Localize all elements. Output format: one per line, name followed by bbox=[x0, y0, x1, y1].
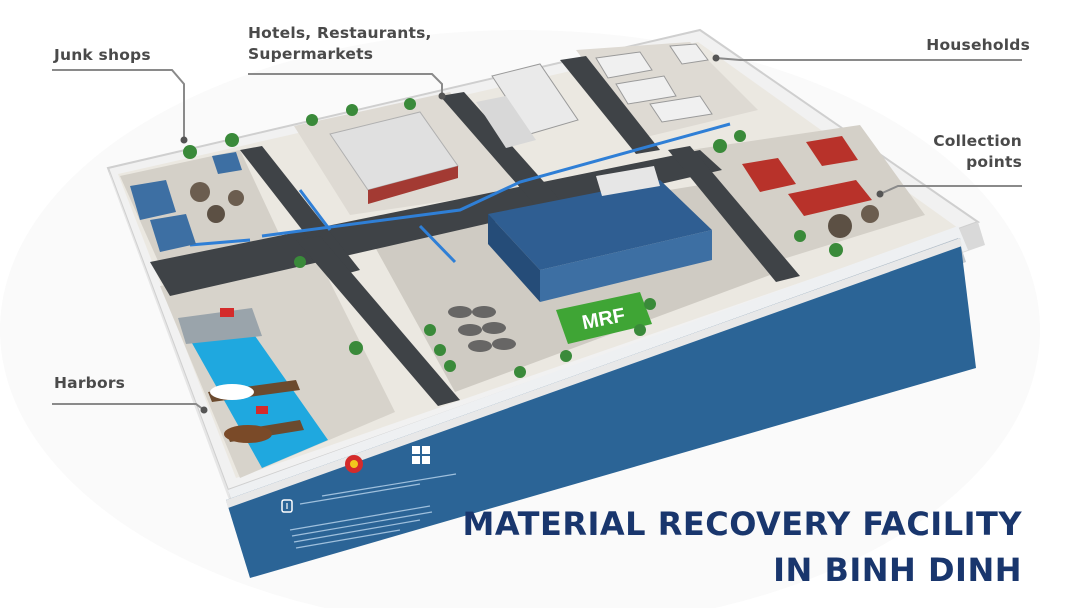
harbors-label: Harbors bbox=[54, 374, 126, 392]
junk-shops-label: Junk shops bbox=[54, 46, 151, 64]
vietnam-emblem-icon bbox=[345, 455, 363, 473]
collection-label-line2: points bbox=[966, 153, 1022, 171]
households-label: Households bbox=[926, 36, 1030, 54]
collection-area bbox=[742, 136, 879, 238]
harbor bbox=[178, 308, 328, 468]
flow-lines bbox=[189, 122, 731, 264]
undp-logo-icon bbox=[412, 446, 430, 464]
hotels-label-line2: Supermarkets bbox=[248, 45, 374, 63]
leader-dots bbox=[180, 54, 884, 414]
collection-label-line1: Collection bbox=[933, 132, 1022, 150]
hotels-area bbox=[329, 63, 579, 204]
roads bbox=[150, 56, 800, 406]
hotels-label-line1: Hotels, Restaurants, bbox=[248, 24, 432, 42]
title-line2: IN BINH DINH bbox=[773, 551, 1022, 589]
title-line1: MATERIAL RECOVERY FACILITY bbox=[462, 505, 1022, 543]
norway-emblem-icon bbox=[281, 499, 293, 513]
collection-points-label: Collection points bbox=[933, 131, 1022, 173]
mrf-sign bbox=[556, 292, 652, 344]
hotels-label: Hotels, Restaurants, Supermarkets bbox=[248, 23, 432, 65]
trees bbox=[183, 98, 843, 378]
front-panel bbox=[226, 226, 976, 578]
vietnam-flag-icon bbox=[220, 308, 234, 317]
households-area bbox=[595, 43, 713, 123]
junk-shops-area bbox=[130, 152, 244, 252]
mrf-building: MRF bbox=[448, 166, 712, 352]
